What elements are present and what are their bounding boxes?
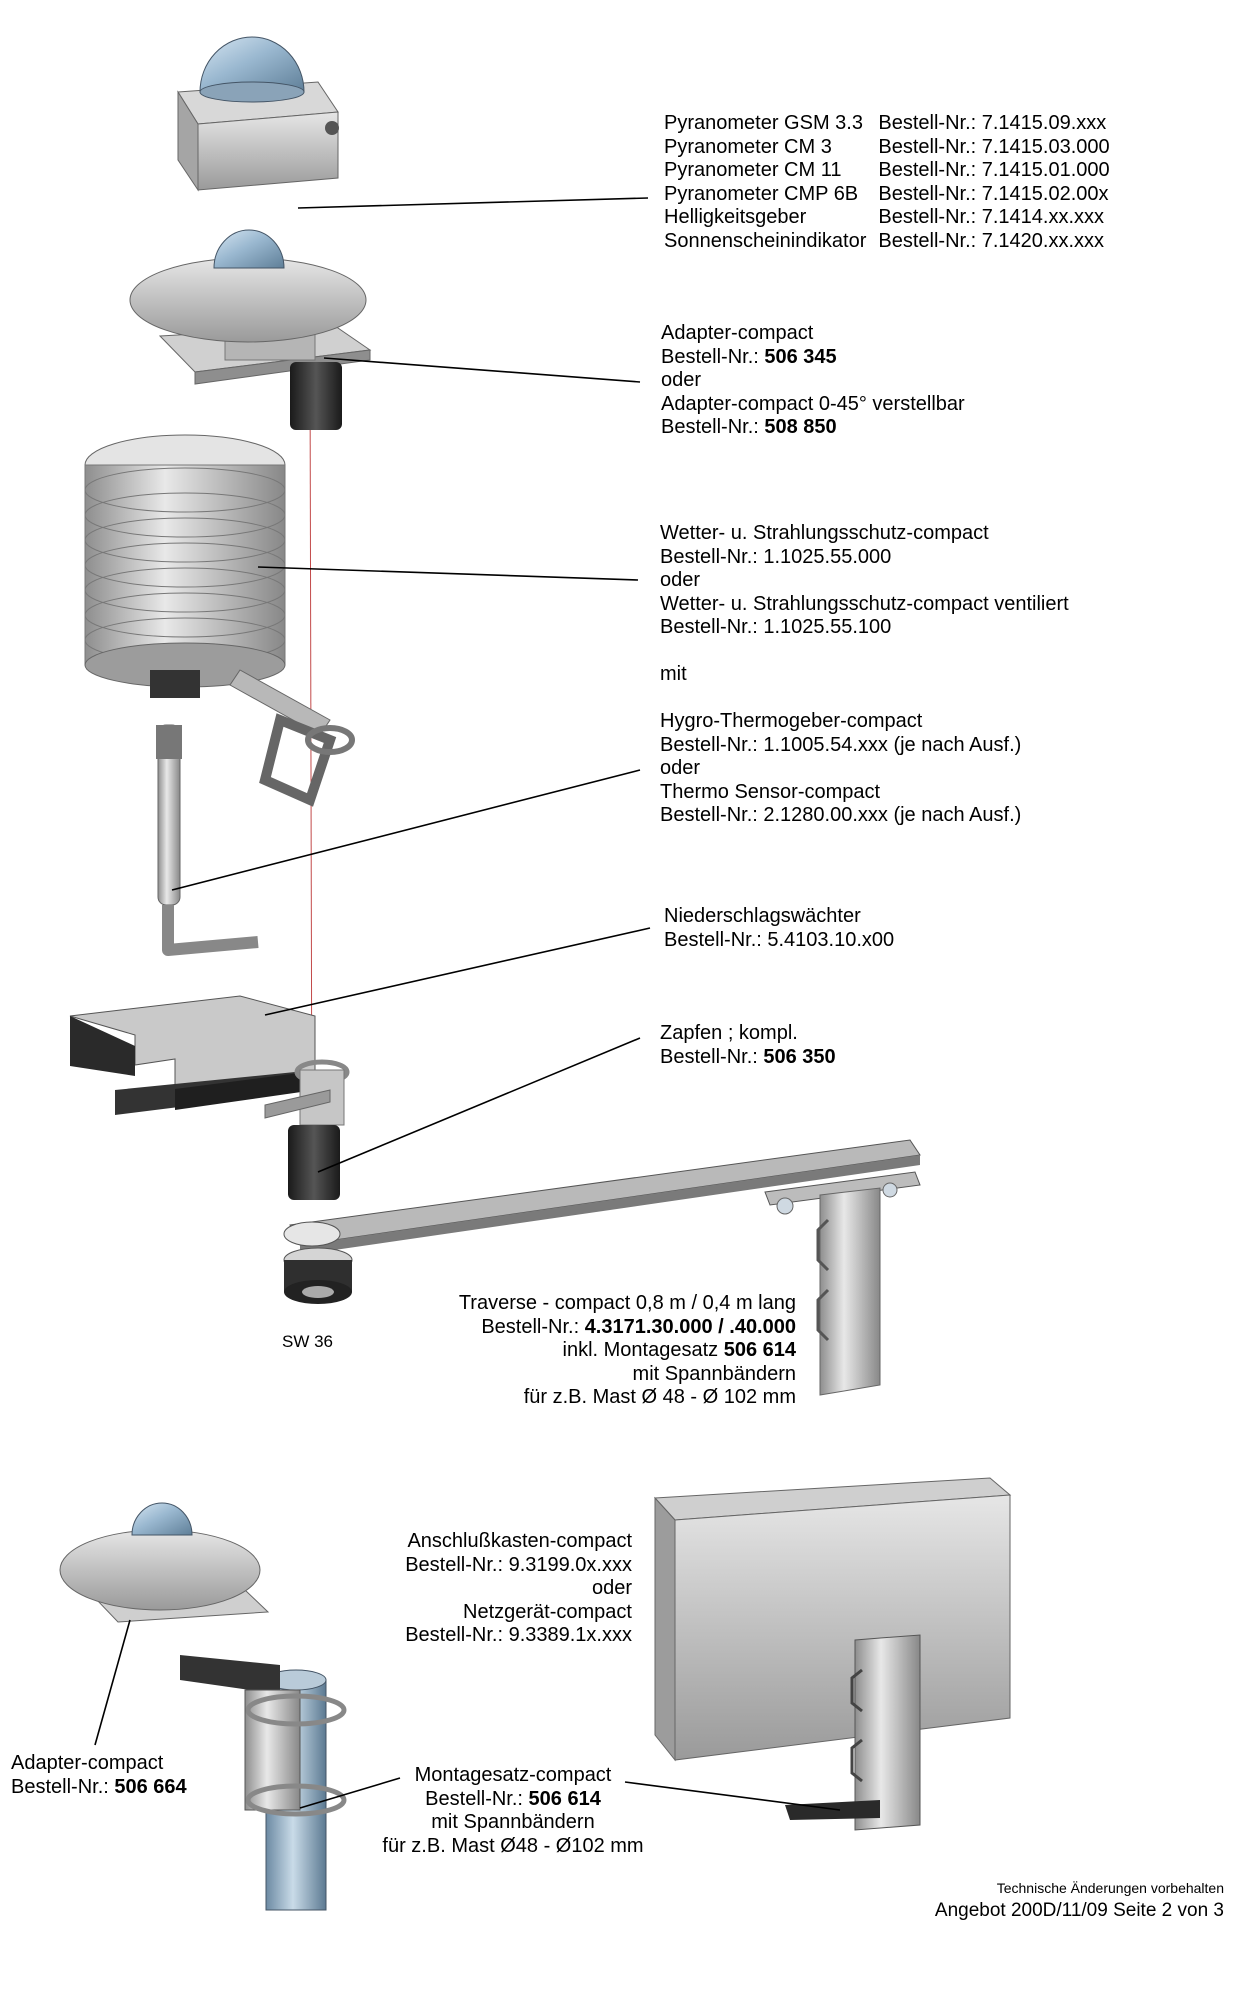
box-label: Anschlußkasten-compact Bestell-Nr.: 9.31… xyxy=(360,1530,632,1648)
order-number: Bestell-Nr.: 7.1415.03.000 xyxy=(878,135,1110,158)
order-number: Bestell-Nr.: 7.1420.xx.xxx xyxy=(878,229,1105,252)
mount-clamps: mit Spannbändern xyxy=(431,1811,595,1833)
order-prefix: Bestell-Nr.: xyxy=(481,1315,585,1338)
order-number: Bestell-Nr.: 7.1415.02.00x xyxy=(878,182,1109,205)
product-name: Pyranometer CM 11 xyxy=(664,159,842,181)
order-number: Bestell-Nr.: 7.1414.xx.xxx xyxy=(878,206,1105,228)
traverse-mast-range: für z.B. Mast Ø 48 - Ø 102 mm xyxy=(523,1386,796,1408)
order-prefix: Bestell-Nr.: xyxy=(661,416,765,438)
or-text: oder xyxy=(660,757,701,779)
hygro-name: Hygro-Thermogeber-compact xyxy=(660,710,923,732)
psu-name: Netzgerät-compact xyxy=(463,1600,632,1623)
mount-mast-range: für z.B. Mast Ø48 - Ø102 mm xyxy=(382,1834,644,1857)
order-number: 506 664 xyxy=(114,1775,187,1798)
box-order: Bestell-Nr.: 9.3199.0x.xxx xyxy=(405,1553,632,1576)
order-prefix: Bestell-Nr.: xyxy=(425,1787,529,1810)
mount-order: Bestell-Nr.: 506 614 xyxy=(368,1788,658,1812)
zapfen-label: Zapfen ; kompl. Bestell-Nr.: 506 350 xyxy=(660,1022,836,1069)
traverse-label: Traverse - compact 0,8 m / 0,4 m lang Be… xyxy=(420,1292,796,1410)
order-number: 4.3171.30.000 / .40.000 xyxy=(584,1315,796,1338)
radiation-shield xyxy=(84,434,355,807)
adapter2-order: Bestell-Nr.: 506 664 xyxy=(11,1776,187,1800)
adapter-adjustable-order: Bestell-Nr.: 508 850 xyxy=(661,416,965,440)
pyranometer-row: Helligkeitsgeber Bestell-Nr.: 7.1414.xx.x… xyxy=(664,206,1122,230)
order-number: 506 345 xyxy=(764,345,837,368)
traverse-arm xyxy=(283,1139,921,1396)
kit-prefix: inkl. Montagesatz xyxy=(562,1339,724,1361)
pyranometer-sensor xyxy=(177,36,339,192)
adapter-name: Adapter-compact xyxy=(661,322,814,344)
product-name: Sonnenscheinindikator xyxy=(664,229,867,252)
shield-ventilated-order: Bestell-Nr.: 1.1025.55.100 xyxy=(660,616,892,638)
box-name: Anschlußkasten-compact xyxy=(407,1530,632,1552)
or-text: oder xyxy=(660,569,701,591)
leader-lines xyxy=(94,197,841,1811)
adapter-label: Adapter-compact Bestell-Nr.: 506 345 ode… xyxy=(661,322,965,440)
or-text: oder xyxy=(661,369,702,391)
psu-order: Bestell-Nr.: 9.3389.1x.xxx xyxy=(405,1624,632,1646)
with-text: mit xyxy=(660,663,687,685)
order-number: 506 614 xyxy=(528,1787,601,1810)
pyranometer-on-pole xyxy=(59,1502,347,1911)
mount-label: Montagesatz-compact Bestell-Nr.: 506 614… xyxy=(368,1764,658,1858)
pyranometer-row: Pyranometer CM 3 Bestell-Nr.: 7.1415.03.0… xyxy=(664,136,1122,160)
thermo-order: Bestell-Nr.: 2.1280.00.xxx (je nach Ausf… xyxy=(660,804,1022,826)
product-name: Pyranometer GSM 3.3 xyxy=(664,112,863,134)
traverse-mounting-kit: inkl. Montagesatz 506 614 xyxy=(420,1339,797,1363)
pyranometer-row: Pyranometer CMP 6B Bestell-Nr.: 7.1415.02… xyxy=(664,183,1122,207)
order-number: 506 350 xyxy=(763,1045,836,1068)
adapter2-name: Adapter-compact xyxy=(11,1752,164,1774)
adapter-order: Bestell-Nr.: 506 345 xyxy=(661,346,965,370)
footer-note: Technische Änderungen vorbehalten xyxy=(996,1880,1224,1896)
order-prefix: Bestell-Nr.: xyxy=(661,345,765,368)
or-text: oder xyxy=(591,1577,632,1599)
order-prefix: Bestell-Nr.: xyxy=(11,1775,115,1798)
sw36-label: SW 36 xyxy=(282,1332,334,1351)
order-number: Bestell-Nr.: 7.1415.01.000 xyxy=(878,159,1110,181)
pyranometer-row: Sonnenscheinindikator Bestell-Nr.: 7.1420… xyxy=(664,230,1122,254)
pyranometer-row: Pyranometer CM 11 Bestell-Nr.: 7.1415.01.… xyxy=(664,159,1122,183)
shield-ventilated-name: Wetter- u. Strahlungsschutz-compact vent… xyxy=(660,592,1069,615)
precipitation-label: Niederschlagswächter Bestell-Nr.: 5.4103… xyxy=(664,905,894,952)
spacer xyxy=(660,640,1069,664)
traverse-name: Traverse - compact 0,8 m / 0,4 m lang xyxy=(458,1292,796,1314)
traverse-clamps: mit Spannbändern xyxy=(632,1362,796,1385)
product-name: Pyranometer CMP 6B xyxy=(664,182,859,205)
hygro-order: Bestell-Nr.: 1.1005.54.xxx (je nach Ausf… xyxy=(660,733,1022,756)
footer-page: Angebot 200D/11/09 Seite 2 von 3 xyxy=(934,1900,1224,1921)
shield-name: Wetter- u. Strahlungsschutz-compact xyxy=(660,522,989,544)
connection-box xyxy=(653,1477,1012,1831)
nut-sw36 xyxy=(283,1247,353,1304)
pyranometer-row: Pyranometer GSM 3.3 Bestell-Nr.: 7.1415.0… xyxy=(664,112,1122,136)
mount-name: Montagesatz-compact xyxy=(414,1764,612,1786)
hygro-thermo-sensor xyxy=(156,724,259,956)
order-prefix: Bestell-Nr.: xyxy=(660,1045,764,1068)
adapter-adjustable-name: Adapter-compact 0-45° verstellbar xyxy=(661,392,965,415)
pyranometer-with-adapter xyxy=(129,229,372,430)
zapfen-name: Zapfen ; kompl. xyxy=(660,1022,798,1044)
zapfen-mount xyxy=(264,1059,350,1200)
thermo-name: Thermo Sensor-compact xyxy=(660,780,881,803)
adapter2-label: Adapter-compact Bestell-Nr.: 506 664 xyxy=(11,1752,187,1799)
kit-number: 506 614 xyxy=(723,1339,796,1361)
precipitation-name: Niederschlagswächter xyxy=(664,905,861,927)
shield-order: Bestell-Nr.: 1.1025.55.000 xyxy=(660,545,892,568)
order-number: 508 850 xyxy=(764,416,837,438)
precipitation-order: Bestell-Nr.: 5.4103.10.x00 xyxy=(664,928,895,951)
zapfen-order: Bestell-Nr.: 506 350 xyxy=(660,1046,836,1070)
spacer xyxy=(660,687,1069,711)
shield-label: Wetter- u. Strahlungsschutz-compact Best… xyxy=(660,522,1069,828)
precipitation-detector xyxy=(69,995,316,1115)
product-name: Pyranometer CM 3 xyxy=(664,135,832,158)
product-name: Helligkeitsgeber xyxy=(664,206,807,228)
traverse-order: Bestell-Nr.: 4.3171.30.000 / .40.000 xyxy=(420,1316,796,1340)
order-number: Bestell-Nr.: 7.1415.09.xxx xyxy=(878,112,1107,134)
